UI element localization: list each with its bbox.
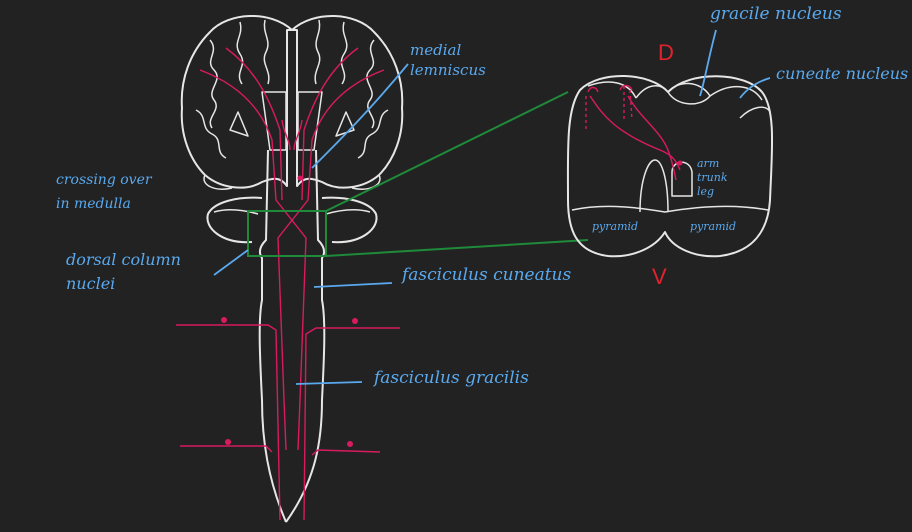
- cuneate-nucleus-label: cuneate nucleus: [776, 64, 909, 83]
- brainstem-spinal-cord-outline: [206, 149, 378, 523]
- tract-pathways: [176, 47, 400, 521]
- medulla-tracts: [585, 84, 681, 181]
- dorsal-column-line-2: nuclei: [66, 274, 116, 293]
- cerebrum-outline: [180, 15, 404, 190]
- gracile-nucleus-label: gracile nucleus: [710, 4, 842, 24]
- medial-lemniscus-line-2: lemniscus: [410, 61, 486, 79]
- crossing-over-line-1: crossing over: [56, 172, 152, 188]
- dorsal-root-ganglia: [221, 175, 358, 447]
- medial-lemniscus-label: medial lemniscus: [410, 40, 486, 80]
- somatotopy-labels: arm trunk leg: [697, 157, 728, 199]
- medial-lemniscus-line-1: medial: [410, 41, 462, 59]
- pyramid-left-label: pyramid: [592, 220, 639, 233]
- label-leaders: [213, 29, 771, 385]
- medulla-tract-dot: [677, 160, 683, 166]
- crossing-over-line-2: in medulla: [56, 196, 131, 212]
- ventral-orientation-label: V: [652, 264, 667, 289]
- pyramid-right-label: pyramid: [690, 220, 737, 233]
- dorsal-column-line-1: dorsal column: [66, 250, 181, 269]
- zoom-indicator: [247, 91, 589, 257]
- somatotopy-leg: leg: [697, 185, 715, 198]
- dorsal-orientation-label: D: [658, 40, 674, 65]
- fasciculus-cuneatus-label: fasciculus cuneatus: [402, 265, 572, 285]
- somatotopy-arm: arm: [697, 157, 720, 170]
- dorsal-column-nuclei-label: dorsal column nuclei: [66, 248, 181, 296]
- medulla-section: [566, 74, 774, 258]
- crossing-over-label: crossing over in medulla: [56, 168, 152, 216]
- fasciculus-gracilis-label: fasciculus gracilis: [374, 368, 529, 388]
- somatotopy-trunk: trunk: [697, 171, 728, 184]
